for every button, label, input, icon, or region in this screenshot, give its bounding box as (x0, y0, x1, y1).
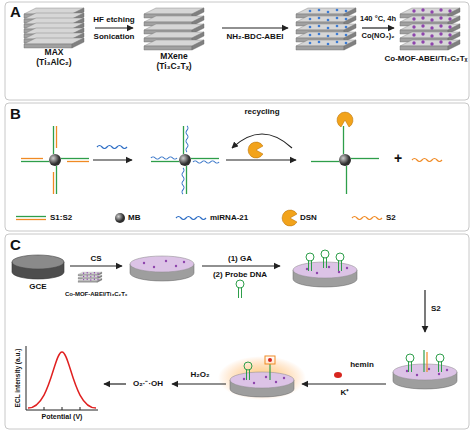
electrode-surface (12, 255, 64, 269)
node-label: ECL intensity (a.u.) (14, 349, 21, 408)
panel-frame (5, 2, 469, 100)
legend-text: S1:S2 (50, 213, 72, 222)
species-label: O₂·⁻·OH (133, 379, 163, 388)
process-arrow (70, 265, 122, 266)
node-label: Co-MOF-ABEI/Ti₃C₂Tₓ (382, 54, 470, 63)
legend-text: S2 (386, 213, 396, 222)
panel-letter: A (10, 3, 21, 20)
legend-text: DSN (300, 213, 317, 222)
panel-frame (5, 103, 469, 231)
node-label: GCE (10, 282, 66, 291)
max-stack (24, 8, 84, 48)
electrode-outline (10, 254, 66, 298)
plus-sign: + (394, 150, 402, 166)
mxene-stack (144, 8, 204, 50)
node-label: (Ti₃C₂Tₓ) (134, 62, 214, 72)
process-label: recycling (244, 107, 279, 116)
g-quadruplex (265, 356, 275, 380)
ecl-chart-node: ECL intensity (a.u.) Potential (V) (10, 340, 102, 426)
process-arrow (172, 383, 226, 384)
ecl-glow (218, 356, 306, 400)
node-label: MAX (14, 48, 94, 58)
process-arrow (93, 159, 132, 160)
step-label: (1) GA (228, 254, 252, 263)
hemin-symbol (334, 372, 342, 378)
process-arrow (302, 383, 386, 384)
opened-probe (424, 350, 427, 372)
node-label: MXene (134, 52, 214, 62)
node-label: (Ti₃AlC₂) (14, 58, 94, 68)
process-condition: Sonication (94, 32, 135, 41)
panel-letter: C (10, 236, 21, 253)
reagent-label: S2 (431, 304, 441, 313)
process-condition: HF etching (93, 15, 134, 24)
legend-sample-bead (115, 213, 125, 223)
ecl-chart (26, 346, 98, 410)
process-arrow (362, 27, 394, 28)
reagent-label: CS (90, 254, 101, 263)
process-arrow (226, 159, 296, 160)
magnetic-bead-probe (21, 126, 89, 194)
process-condition: 140 °C, 4h (360, 15, 396, 24)
material-stage: MAX(Ti₃AlC₂) (14, 6, 94, 74)
process-arrow (104, 383, 126, 384)
material-stage: MXene(Ti₃C₂Tₓ) (134, 6, 214, 74)
panel-letter: B (10, 105, 21, 122)
reagent-label: NH₂-BDC-ABEI (227, 32, 284, 41)
composite-icon (78, 272, 102, 282)
magnetic-bead-digested (311, 126, 379, 194)
co-mof-stack (400, 8, 460, 50)
material-stage: Co-MOF-ABEI/Ti₃C₂Tₓ (382, 6, 470, 74)
process-arrow (95, 27, 133, 28)
legend-text: MB (128, 213, 140, 222)
reagent-label: Co(NO₃)₂ (361, 32, 394, 41)
reagent-label: K⁺ (341, 388, 350, 397)
reagent-label: H₂O₂ (190, 370, 209, 379)
process-arrow (222, 27, 288, 28)
panel-frame (5, 234, 469, 429)
ligand-mxene-stack (296, 8, 356, 50)
step-label: (2) Probe DNA (213, 270, 267, 279)
node-label: Potential (V) (26, 413, 98, 421)
legend-text: miRNA-21 (210, 213, 248, 222)
process-arrow (424, 290, 425, 332)
electrode-node: GCE (10, 254, 66, 298)
legend-sample-duplex (16, 217, 46, 220)
reagent-label: hemin (350, 360, 374, 369)
magnetic-bead-hybrid (151, 126, 219, 194)
material-label: Co-MOF-ABEI/Ti₃C₂Tₓ (65, 291, 127, 298)
process-arrow (202, 265, 280, 266)
